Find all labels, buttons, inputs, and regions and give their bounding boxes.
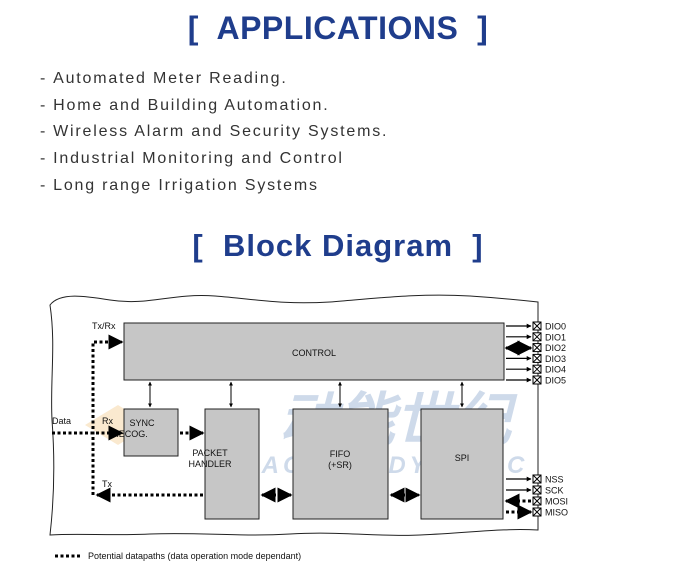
data-label: Data [52, 416, 71, 426]
sync-label: SYNC [129, 418, 155, 428]
pin-box [532, 496, 542, 506]
pin-box [532, 343, 542, 353]
pin-label: MOSI [545, 497, 568, 507]
handler-label: HANDLER [188, 459, 232, 469]
pin-label: MISO [545, 508, 568, 518]
pin-box [532, 321, 542, 331]
block-diagram-title: [ Block Diagram ] [192, 228, 484, 263]
list-item: -Home and Building Automation. [40, 96, 330, 114]
applications-list: -Automated Meter Reading. -Home and Buil… [40, 66, 388, 199]
spi-block [420, 408, 504, 520]
pin-box [532, 332, 542, 342]
pin-box [532, 474, 542, 484]
pin-label: NSS [545, 475, 564, 485]
list-item: -Automated Meter Reading. [40, 70, 288, 87]
pin-label: DIO4 [545, 365, 566, 375]
pin-box [532, 375, 542, 385]
list-item: -Industrial Monitoring and Control [40, 150, 344, 168]
txrx-label: Tx/Rx [92, 321, 116, 331]
fifo-label: FIFO [330, 449, 351, 459]
list-item: -Wireless Alarm and Security Systems. [40, 123, 389, 141]
packet-handler-block [204, 408, 260, 520]
pin-box [532, 485, 542, 495]
pin-label: DIO3 [545, 354, 566, 364]
packet-label: PACKET [192, 448, 228, 458]
pin-box [532, 364, 542, 374]
pin-label: DIO5 [545, 376, 566, 386]
control-block [123, 322, 505, 381]
pin-label: DIO2 [545, 343, 566, 353]
recog-label: RECOG. [112, 429, 148, 439]
sync-recog-block [123, 408, 179, 457]
pin-label: SCK [545, 486, 564, 496]
control-label: CONTROL [292, 348, 336, 358]
fifo-block [292, 408, 389, 520]
chip-outline [49, 294, 539, 536]
pin-box [532, 507, 542, 517]
pin-label: DIO0 [545, 322, 566, 332]
pin-label: DIO1 [545, 332, 566, 342]
rx-label: Rx [102, 416, 113, 426]
pin-box [532, 353, 542, 363]
legend-text: Potential datapaths (data operation mode… [88, 551, 301, 561]
tx-label: Tx [102, 479, 112, 489]
list-item: -Long range Irrigation Systems [40, 176, 319, 194]
fifo-sr-label: (+SR) [328, 460, 352, 470]
applications-title: [ APPLICATIONS ] [187, 10, 489, 46]
spi-label: SPI [455, 453, 470, 463]
